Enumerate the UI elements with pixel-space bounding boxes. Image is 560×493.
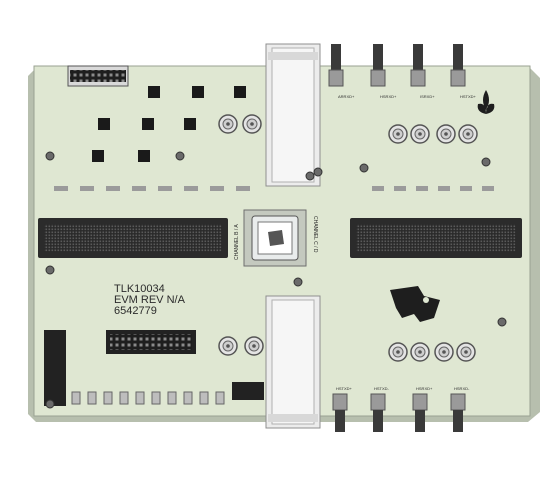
sma-ring-connector bbox=[410, 124, 430, 144]
channel-label-left: CHANNEL B / A bbox=[234, 224, 240, 260]
sma-connector-top: ARRXD+ bbox=[328, 44, 355, 99]
mounting-hole bbox=[313, 167, 323, 177]
regulator-ic bbox=[184, 118, 196, 130]
sma-ring-connector bbox=[410, 342, 430, 362]
sma-connector-top: ISRXD+ bbox=[410, 44, 435, 99]
sfp-cage-top bbox=[265, 43, 321, 187]
sma-bottom-label: HSTXD+ bbox=[336, 386, 353, 391]
smd-resistor bbox=[106, 186, 120, 191]
regulator-ic bbox=[142, 118, 154, 130]
smd-resistor bbox=[482, 186, 494, 191]
sma-ring-connector bbox=[388, 342, 408, 362]
regulator-ic bbox=[148, 86, 160, 98]
sma-ring-connector bbox=[388, 124, 408, 144]
smd-resistor bbox=[438, 186, 450, 191]
sma-top-label: ISRXD+ bbox=[420, 94, 435, 99]
sma-ring-connector bbox=[456, 342, 476, 362]
smd-resistor bbox=[416, 186, 428, 191]
sma-row-top: ARRXD+ HSRXD+ ISRXD+ HSTXD+ bbox=[328, 44, 477, 99]
fleur-de-lis-mark bbox=[477, 90, 495, 114]
sma-connector-top: HSTXD+ bbox=[450, 44, 477, 99]
smd-resistor bbox=[80, 186, 94, 191]
sma-ring-connector bbox=[434, 342, 454, 362]
sma-connector-bottom: HSRXD+ bbox=[412, 386, 433, 432]
smd-resistor bbox=[394, 186, 406, 191]
hd-connector-right bbox=[350, 218, 522, 258]
sma-ring-connector bbox=[458, 124, 478, 144]
sma-ring-groups bbox=[218, 114, 478, 362]
smd-resistor bbox=[210, 186, 224, 191]
mounting-hole bbox=[45, 265, 55, 275]
smd-resistor bbox=[236, 186, 250, 191]
regulator-ic bbox=[92, 150, 104, 162]
smd-resistor bbox=[158, 186, 172, 191]
sma-connector-bottom: HSTXD- bbox=[370, 386, 390, 432]
sma-bottom-label: HSTXD- bbox=[374, 386, 390, 391]
sma-bottom-label: HSRXD- bbox=[454, 386, 470, 391]
dip-switch bbox=[119, 391, 129, 405]
mounting-hole bbox=[359, 163, 369, 173]
sma-row-bottom: HSTXD+ HSTXD- HSRXD+ HSRXD- bbox=[332, 386, 470, 432]
smd-resistor bbox=[460, 186, 472, 191]
sma-top-label: ARRXD+ bbox=[338, 94, 355, 99]
dip-switch bbox=[71, 391, 81, 405]
mounting-hole bbox=[175, 151, 185, 161]
dip-switch bbox=[167, 391, 177, 405]
regulator-ic bbox=[98, 118, 110, 130]
mounting-hole bbox=[305, 171, 315, 181]
mounting-hole bbox=[45, 399, 55, 409]
power-header bbox=[67, 65, 129, 87]
dip-switch bbox=[151, 391, 161, 405]
regulator-ic bbox=[234, 86, 246, 98]
sma-bottom-label: HSRXD+ bbox=[416, 386, 433, 391]
dip-switch bbox=[199, 391, 209, 405]
sma-ring-connector bbox=[244, 336, 264, 356]
dip-switch bbox=[183, 391, 193, 405]
mounting-hole bbox=[497, 317, 507, 327]
sfp-cage-bottom bbox=[265, 295, 321, 429]
mounting-hole bbox=[481, 157, 491, 167]
mounting-hole bbox=[293, 277, 303, 287]
smd-resistor bbox=[132, 186, 146, 191]
hd-connector-left bbox=[38, 218, 228, 258]
sma-top-label: HSRXD+ bbox=[380, 94, 397, 99]
channel-label-right: CHANNEL C / D bbox=[312, 216, 318, 253]
sma-connector-bottom: HSTXD+ bbox=[332, 386, 353, 432]
dip-switch bbox=[87, 391, 97, 405]
smd-components bbox=[45, 86, 507, 409]
center-ic-socket bbox=[243, 209, 307, 267]
smd-resistor bbox=[54, 186, 68, 191]
sma-ring-connector bbox=[436, 124, 456, 144]
bottom-headers bbox=[44, 330, 264, 406]
smd-resistor bbox=[372, 186, 384, 191]
smd-resistor bbox=[184, 186, 198, 191]
sma-connector-top: HSRXD+ bbox=[370, 44, 397, 99]
regulator-ic bbox=[192, 86, 204, 98]
sma-ring-connector bbox=[218, 114, 238, 134]
board-label-line2: EVM REV N/A bbox=[114, 294, 186, 306]
dip-switch bbox=[215, 391, 225, 405]
dip-switch bbox=[103, 391, 113, 405]
sma-top-label: HSTXD+ bbox=[460, 94, 477, 99]
regulator-ic bbox=[138, 150, 150, 162]
sma-ring-connector bbox=[242, 114, 262, 134]
board-label-line3: 6542779 bbox=[114, 305, 157, 317]
sma-ring-connector bbox=[218, 336, 238, 356]
board-label-line1: TLK10034 bbox=[114, 283, 165, 295]
sma-connector-bottom: HSRXD- bbox=[450, 386, 470, 432]
dip-switch bbox=[135, 391, 145, 405]
mounting-hole bbox=[45, 151, 55, 161]
ti-logo bbox=[390, 286, 440, 322]
